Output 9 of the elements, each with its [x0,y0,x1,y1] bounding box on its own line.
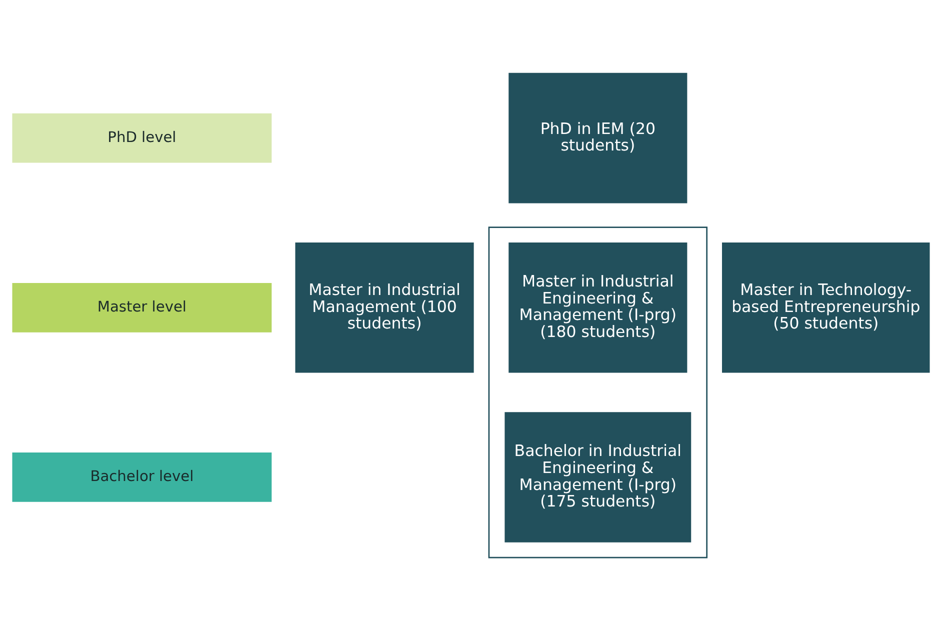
node-box: Master in Industrial Engineering & Management (I-prg) (180 students) [508,242,688,373]
node-box: Bachelor level [12,452,272,502]
node-box: Master level [12,282,272,332]
node-box: Master in Technology-based Entrepreneurship (50 students) [722,242,930,373]
node-box: Bachelor in Industrial Engineering & Management (I-prg) (175 students) [504,412,692,542]
node-box: PhD level [12,113,272,163]
node-box: Master in Industrial Management (100 students) [295,242,474,373]
node-box: PhD in IEM (20 students) [508,72,688,204]
cluster [488,226,708,558]
